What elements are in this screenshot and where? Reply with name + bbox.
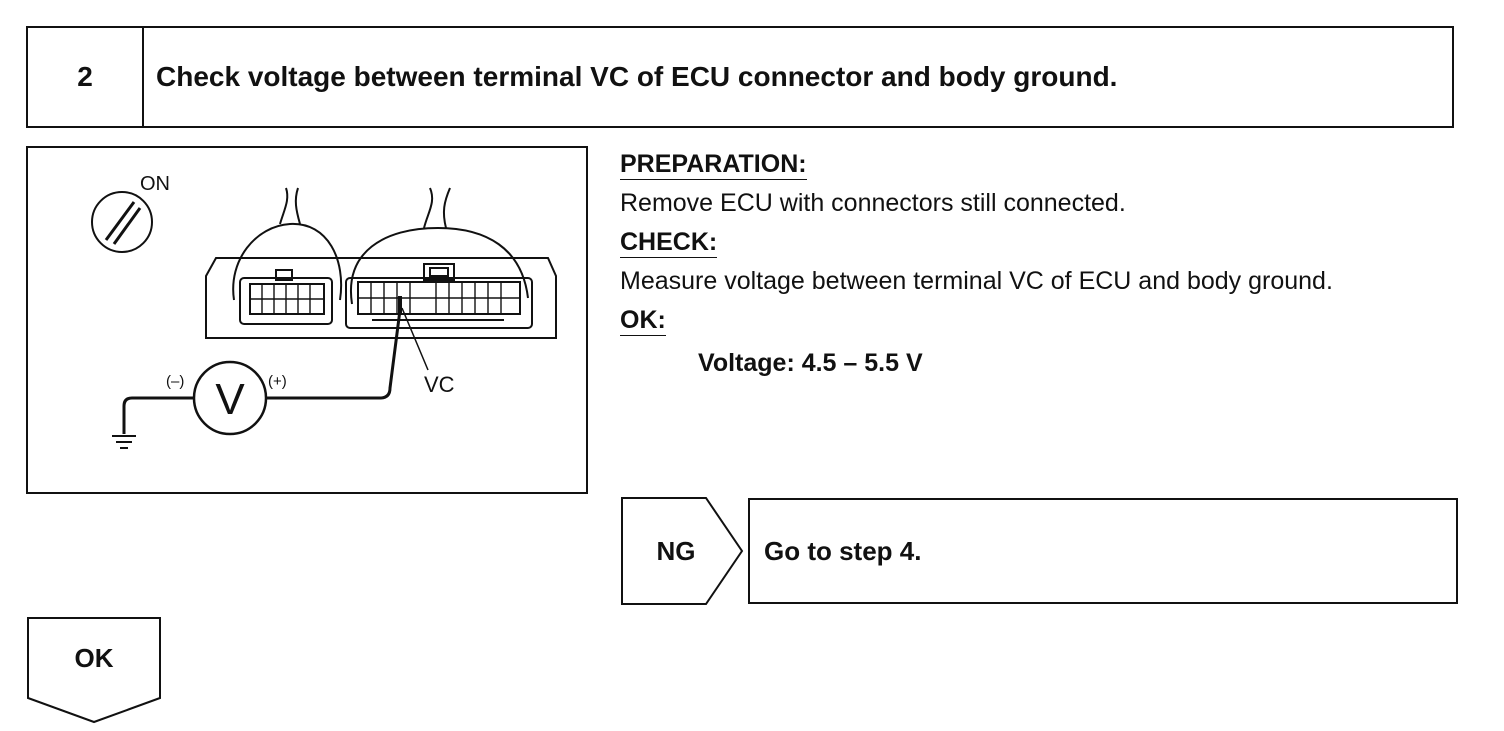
- preparation-heading: PREPARATION:: [620, 150, 807, 180]
- wire-harness-icon: [232, 187, 529, 305]
- terminal-vc-label: VC: [424, 372, 455, 397]
- positive-terminal-label: (+): [268, 373, 287, 390]
- voltmeter-icon: [192, 360, 268, 436]
- ok-arrow-shape: [27, 617, 161, 724]
- ok-heading: OK:: [620, 306, 666, 336]
- wiring-diagram-svg: ON V (–) (+) VC: [91, 173, 557, 449]
- ok-outcome: OK: [26, 616, 166, 726]
- ng-arrow-shape: [621, 497, 744, 605]
- ecu-unit-icon: [205, 257, 557, 339]
- voltmeter-symbol: V: [215, 375, 245, 424]
- voltage-spec: Voltage: 4.5 – 5.5 V: [698, 349, 923, 377]
- ignition-switch-icon: [91, 191, 153, 253]
- ng-label: NG: [656, 535, 696, 566]
- ok-label: OK: [74, 642, 114, 673]
- instructions-panel: PREPARATION: Remove ECU with connectors …: [620, 145, 1458, 383]
- switch-label: ON: [140, 173, 170, 195]
- step-header: 2 Check voltage between terminal VC of E…: [26, 26, 1454, 128]
- test-leads: [112, 296, 429, 449]
- step-number: 2: [28, 28, 144, 126]
- check-text: Measure voltage between terminal VC of E…: [620, 267, 1333, 295]
- step-title: Check voltage between terminal VC of ECU…: [156, 61, 1118, 92]
- preparation-text: Remove ECU with connectors still connect…: [620, 189, 1126, 217]
- negative-terminal-label: (–): [166, 373, 184, 390]
- ng-action: Go to step 4.: [748, 498, 1458, 604]
- check-heading: CHECK:: [620, 228, 718, 258]
- wiring-illustration: ON V (–) (+) VC: [26, 146, 588, 494]
